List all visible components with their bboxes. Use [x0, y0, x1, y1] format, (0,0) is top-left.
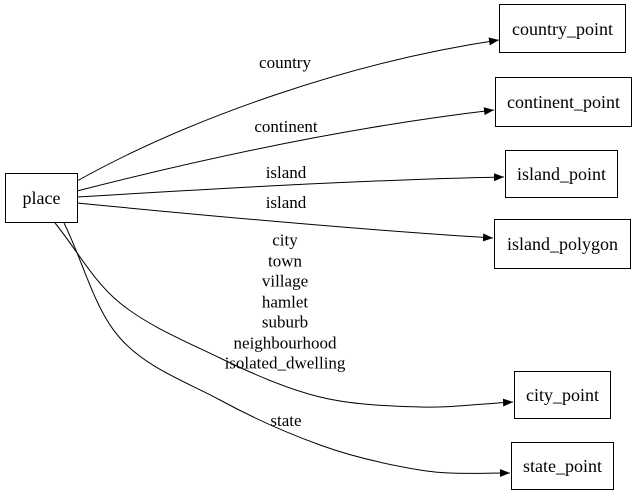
node-state-point: state_point: [511, 442, 614, 490]
node-city-point: city_point: [514, 371, 611, 419]
edge-place-island-point: [76, 173, 505, 198]
edge-place-state-point: [63, 222, 511, 478]
edge-label-island-polygon: island: [265, 192, 307, 212]
node-island-point: island_point: [505, 150, 618, 198]
edge-label-island-point: island: [265, 162, 307, 182]
edge-place-continent-point: [76, 107, 495, 192]
node-country-point: country_point: [499, 4, 626, 53]
node-continent-point: continent_point: [495, 77, 632, 127]
node-country-point-label: country_point: [512, 18, 613, 39]
edge-label-continent: continent: [254, 116, 318, 136]
edge-place-city-point: [54, 222, 514, 408]
node-island-polygon: island_polygon: [494, 219, 631, 269]
edge-place-island-polygon: [76, 202, 494, 242]
node-place-label: place: [22, 188, 61, 208]
node-island-polygon-label: island_polygon: [507, 234, 618, 254]
edge-place-country-point: [76, 37, 500, 182]
edge-label-city-types: city town village hamlet suburb neighbou…: [224, 230, 346, 373]
edge-label-state: state: [270, 410, 302, 430]
node-city-point-label: city_point: [526, 385, 599, 405]
node-state-point-label: state_point: [523, 456, 602, 476]
node-island-point-label: island_point: [517, 164, 606, 184]
edge-label-country: country: [259, 52, 311, 72]
node-place: place: [5, 173, 78, 223]
node-continent-point-label: continent_point: [507, 92, 620, 112]
